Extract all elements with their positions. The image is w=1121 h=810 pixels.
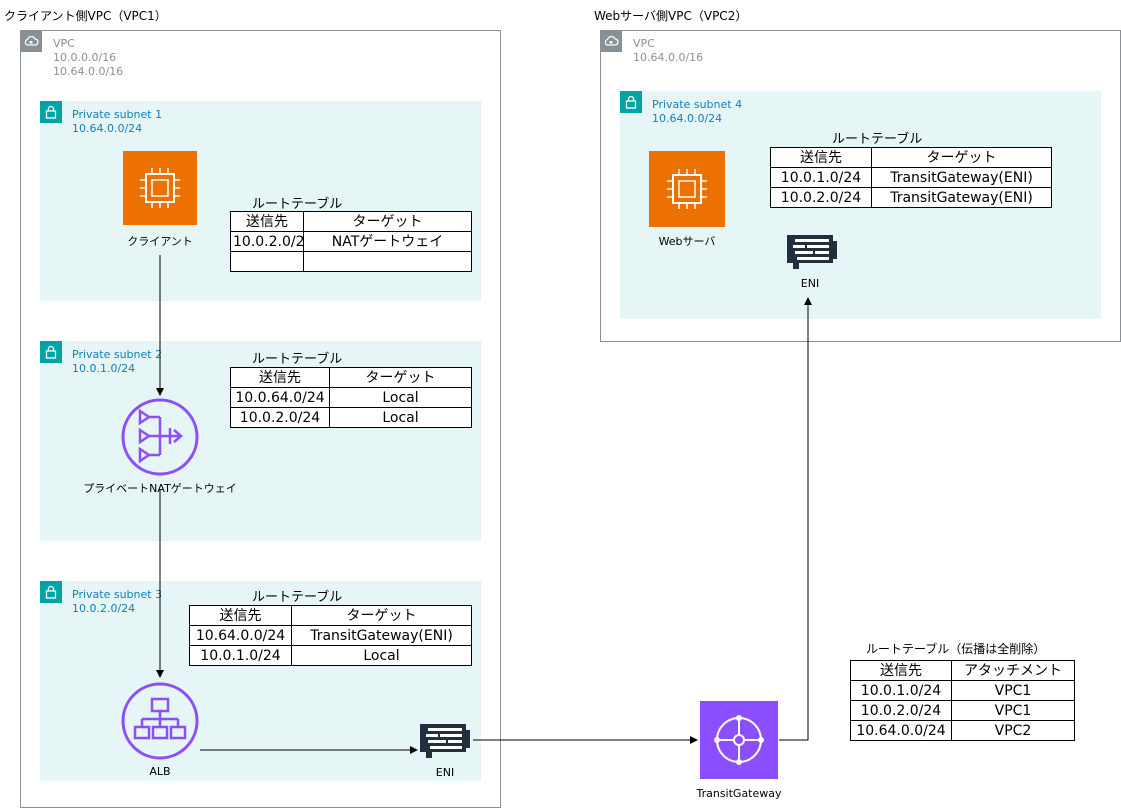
web-server-label: Webサーバ xyxy=(658,235,716,248)
nat-gateway-icon xyxy=(120,397,200,477)
rt-header: 送信先 xyxy=(189,605,292,626)
rt-cell: TransitGateway(ENI) xyxy=(291,625,472,646)
rt-cell: 10.0.2.0/2 xyxy=(230,231,304,252)
rt-cell: Local xyxy=(329,387,472,408)
vpc2-title: Webサーバ側VPC（VPC2） xyxy=(594,9,748,23)
tgw-route-table-title: ルートテーブル（伝播は全削除） xyxy=(866,642,1046,656)
nat-label: プライベートNATゲートウェイ xyxy=(83,482,237,495)
rt-cell xyxy=(230,251,304,272)
cloud-icon xyxy=(600,30,622,52)
client-label: クライアント xyxy=(127,235,193,248)
rt-cell xyxy=(303,251,472,272)
route-table-3-title: ルートテーブル xyxy=(252,590,343,605)
eni-1-label: ENI xyxy=(435,766,455,779)
rt-cell: 10.0.2.0/24 xyxy=(850,700,952,721)
subnet-1-cidr: 10.64.0.0/24 xyxy=(72,122,143,135)
subnet-4-cidr: 10.64.0.0/24 xyxy=(652,112,723,125)
vpc2-cidr-1: 10.64.0.0/16 xyxy=(633,51,704,64)
rt-header: 送信先 xyxy=(230,367,330,388)
alb-icon xyxy=(120,681,200,761)
rt-cell: 10.0.1.0/24 xyxy=(189,645,292,666)
rt-cell: 10.0.2.0/24 xyxy=(770,187,872,208)
subnet-2-cidr: 10.0.1.0/24 xyxy=(72,362,136,375)
rt-cell: 10.64.0.0/24 xyxy=(850,720,952,741)
rt-header: ターゲット xyxy=(329,367,472,388)
rt-header: ターゲット xyxy=(871,147,1052,168)
subnet-4-name: Private subnet 4 xyxy=(652,98,743,111)
vpc1-cidr-2: 10.64.0.0/16 xyxy=(53,65,124,78)
rt-header: 送信先 xyxy=(850,660,952,681)
eni-icon xyxy=(418,722,472,758)
vpc1-cidr-1: 10.0.0.0/16 xyxy=(53,51,117,64)
rt-cell: VPC1 xyxy=(951,700,1075,721)
subnet-3-cidr: 10.0.2.0/24 xyxy=(72,602,136,615)
rt-cell: NATゲートウェイ xyxy=(303,231,472,252)
rt-cell: VPC1 xyxy=(951,680,1075,701)
route-table-2: 送信先 ターゲット 10.0.64.0/24 Local 10.0.2.0/24… xyxy=(230,367,472,428)
ec2-icon xyxy=(649,151,725,227)
rt-header: 送信先 xyxy=(770,147,872,168)
vpc1-title: クライアント側VPC（VPC1） xyxy=(4,9,167,23)
rt-header: アタッチメント xyxy=(951,660,1075,681)
vpc2-label: VPC xyxy=(633,37,655,50)
vpc1-container xyxy=(20,30,501,808)
rt-header: ターゲット xyxy=(291,605,472,626)
lock-icon xyxy=(620,91,642,113)
rt-cell: 10.0.64.0/24 xyxy=(230,387,330,408)
rt-header: ターゲット xyxy=(303,211,472,232)
lock-icon xyxy=(40,101,62,123)
ec2-icon xyxy=(123,151,197,225)
eni-2-label: ENI xyxy=(800,277,820,290)
tgw-to-eni2-arrow xyxy=(779,297,812,741)
cloud-icon xyxy=(20,30,42,52)
subnet-1-name: Private subnet 1 xyxy=(72,108,163,121)
alb-label: ALB xyxy=(149,765,171,778)
rt-cell: Local xyxy=(291,645,472,666)
rt-cell: TransitGateway(ENI) xyxy=(871,167,1052,188)
route-table-3: 送信先 ターゲット 10.64.0.0/24 TransitGateway(EN… xyxy=(189,605,472,666)
subnet-3-name: Private subnet 3 xyxy=(72,588,163,601)
rt-cell: 10.0.1.0/24 xyxy=(770,167,872,188)
rt-header: 送信先 xyxy=(230,211,304,232)
route-table-4-title: ルートテーブル xyxy=(832,132,923,147)
rt-cell: TransitGateway(ENI) xyxy=(871,187,1052,208)
route-table-1-title: ルートテーブル xyxy=(252,197,343,212)
rt-cell: Local xyxy=(329,407,472,428)
route-table-4: 送信先 ターゲット 10.0.1.0/24 TransitGateway(ENI… xyxy=(770,147,1052,208)
eni-icon xyxy=(785,233,839,269)
route-table-2-title: ルートテーブル xyxy=(252,352,343,367)
vpc1-label: VPC xyxy=(53,37,75,50)
rt-cell: 10.64.0.0/24 xyxy=(189,625,292,646)
subnet-2-name: Private subnet 2 xyxy=(72,348,163,361)
route-table-1: 送信先 ターゲット 10.0.2.0/2 NATゲートウェイ xyxy=(230,211,472,272)
transit-gateway-icon xyxy=(700,701,778,779)
rt-cell: 10.0.1.0/24 xyxy=(850,680,952,701)
rt-cell: VPC2 xyxy=(951,720,1075,741)
lock-icon xyxy=(40,581,62,603)
tgw-route-table: 送信先 アタッチメント 10.0.1.0/24 VPC1 10.0.2.0/24… xyxy=(850,660,1075,741)
lock-icon xyxy=(40,341,62,363)
rt-cell: 10.0.2.0/24 xyxy=(230,407,330,428)
tgw-label: TransitGateway xyxy=(696,787,782,800)
